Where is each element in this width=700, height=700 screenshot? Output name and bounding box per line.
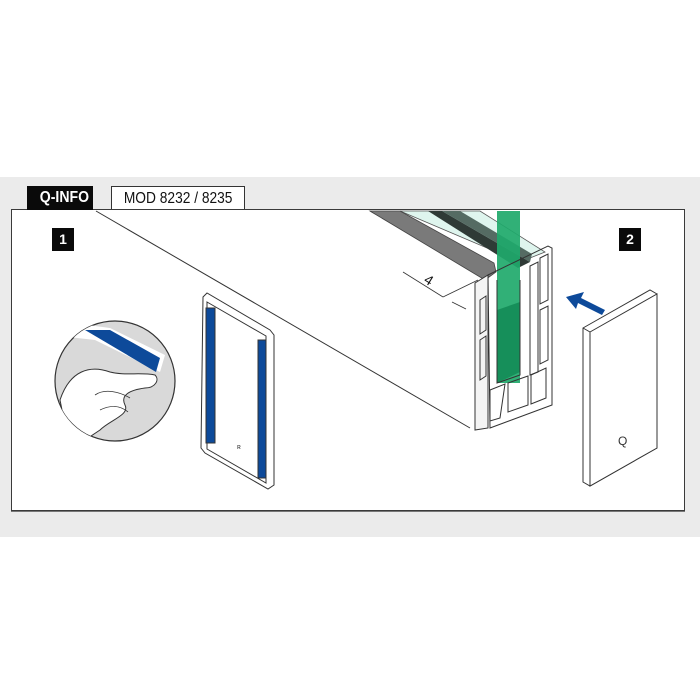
q-info-label: Q-INFO <box>39 189 90 206</box>
instruction-panel <box>11 209 685 511</box>
q-info-tab: Q-INFO <box>27 186 93 210</box>
step-1-badge: 1 <box>52 228 74 251</box>
model-tab: MOD 8232 / 8235 <box>111 186 245 209</box>
step-2-badge: 2 <box>619 228 641 251</box>
model-label: MOD 8232 / 8235 <box>123 190 233 207</box>
